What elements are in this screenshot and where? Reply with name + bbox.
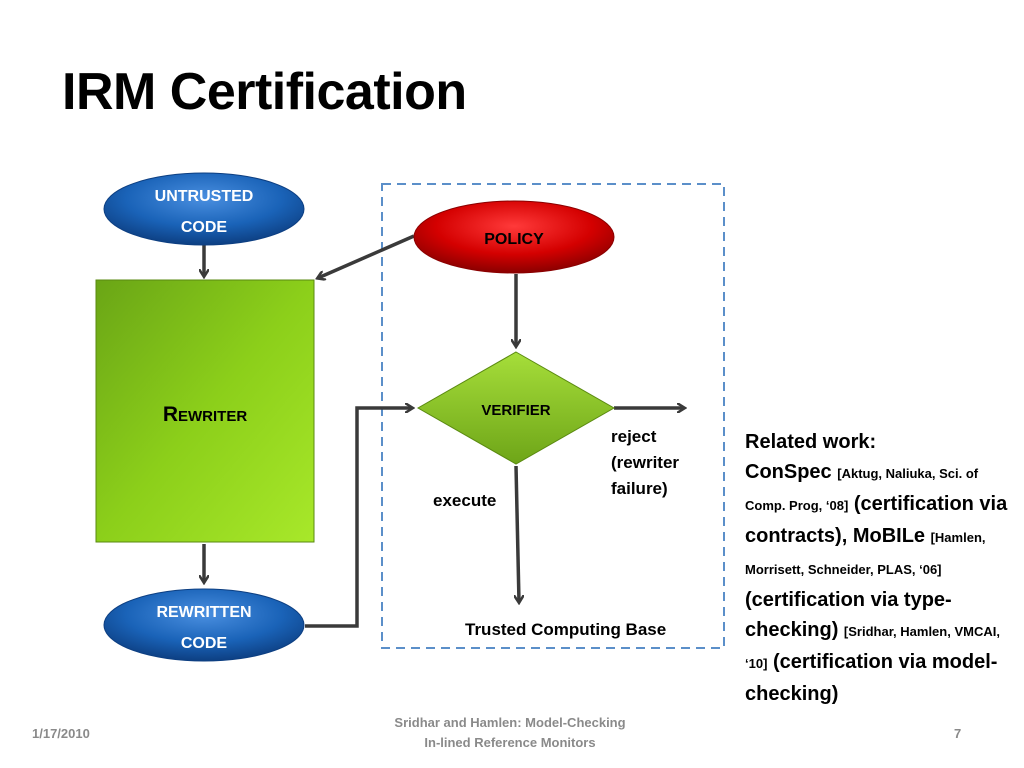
conspec-name: ConSpec [745,461,832,483]
tcb-dashed-box [381,183,725,649]
ours-citation: [Sridhar, Hamlen, VMCAI, ‘10] [745,624,1000,671]
mobile-citation: [Hamlen, Morrisett, Schneider, PLAS, ‘06… [745,530,986,577]
related-heading: Related work: [745,431,877,453]
rewriter-node: Rewriter [95,279,315,543]
conspec-description: (certification via contracts), [745,493,1008,547]
arrow-verifier-execute [516,465,519,602]
rewriter-label: Rewriter [163,403,247,426]
slide-title: IRM Certification [62,63,467,121]
verifier-label: VERIFIER [481,402,550,419]
rewritten-code-node: REWRITTEN CODE [103,588,305,662]
verifier-node: VERIFIER [416,351,616,465]
footer-date: 1/17/2010 [32,726,90,741]
reject-label-line1: reject [611,427,657,446]
execute-label: execute [433,491,496,510]
tcb-label: Trusted Computing Base [465,620,666,639]
related-work-text: Related work: ConSpec [Aktug, Naliuka, S… [745,427,1017,709]
footer-center-line1: Sridhar and Hamlen: Model-Checking [394,715,626,730]
rewritten-label-line2: CODE [181,635,228,652]
arrow-rewritten-to-verifier [305,408,412,628]
policy-label: POLICY [484,231,544,248]
arrow-policy-to-rewriter [318,234,415,278]
footer-page-number: 7 [954,726,962,741]
reject-label-line2: (rewriter [611,453,679,472]
mobile-name: MoBILe [852,525,926,547]
mobile-description: (certification via type-checking) [745,589,952,641]
untrusted-label-line1: UNTRUSTED [155,188,254,205]
ours-description: (certification via model-checking) [745,651,998,705]
untrusted-code-node: UNTRUSTED CODE [103,172,305,246]
untrusted-label-line2: CODE [181,219,228,236]
footer-center-text: Sridhar and Hamlen: Model-Checking In-li… [340,713,680,753]
reject-label-line3: failure) [611,479,668,498]
policy-node: POLICY [413,200,615,274]
conspec-citation: [Aktug, Naliuka, Sci. of Comp. Prog, ‘08… [745,466,979,513]
rewritten-label-line1: REWRITTEN [156,604,251,621]
footer-center-line2: In-lined Reference Monitors [424,735,596,750]
